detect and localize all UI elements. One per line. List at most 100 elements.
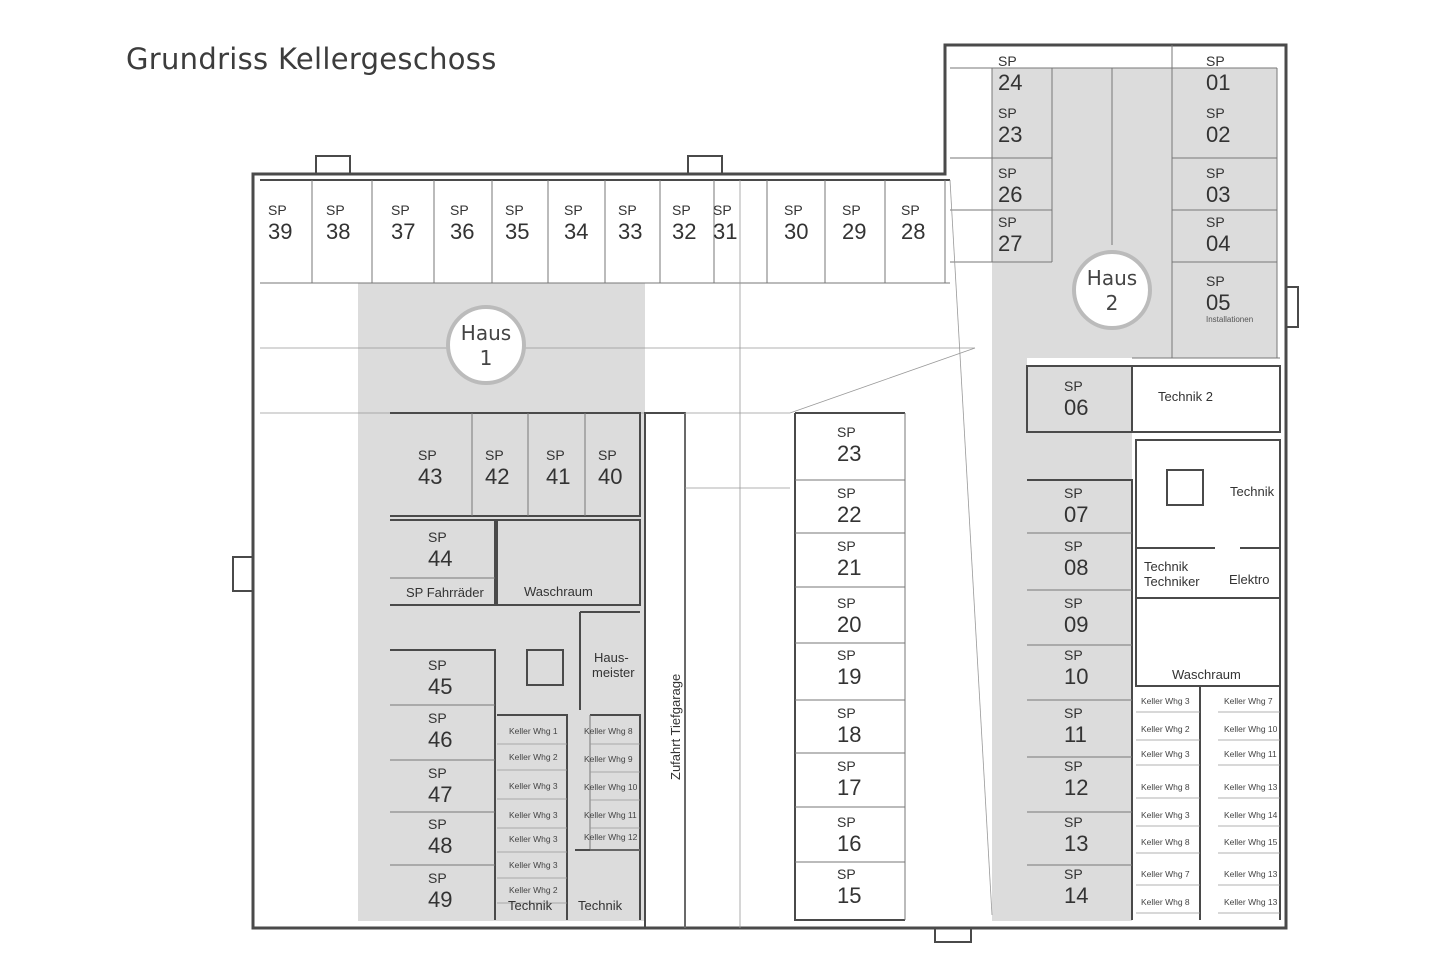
- space-09-sp-label: SP: [1064, 595, 1083, 611]
- space-11-sp-label: SP: [1064, 705, 1083, 721]
- keller-right-a-5: Keller Whg 8: [1141, 837, 1190, 847]
- space-06: 06: [1064, 395, 1088, 420]
- space-43-sp-label: SP: [418, 447, 437, 463]
- hausmeister-label-2: meister: [592, 665, 635, 680]
- keller-right-a-0: Keller Whg 3: [1141, 696, 1190, 706]
- keller-right-b-7: Keller Whg 13: [1224, 897, 1278, 907]
- space-07-sp-label: SP: [1064, 485, 1083, 501]
- space-07: 07: [1064, 502, 1088, 527]
- technik2-wall: [1132, 365, 1281, 433]
- space-12: 12: [1064, 775, 1088, 800]
- technik-techniker-label-1: Technik: [1144, 559, 1189, 574]
- keller-left-b-3: Keller Whg 11: [584, 810, 637, 820]
- space-c-18: 18: [837, 722, 861, 747]
- space-c-16-sp-label: SP: [837, 814, 856, 830]
- sp05-note: Installationen: [1206, 315, 1253, 324]
- haus2-shading-strip: [992, 358, 1027, 921]
- sp44-wall: [390, 519, 496, 606]
- elektro-label: Elektro: [1229, 572, 1269, 587]
- wall-bump: [934, 927, 972, 943]
- space-h2-23: 23: [998, 122, 1022, 147]
- space-02-sp-label: SP: [1206, 105, 1225, 121]
- keller-left-b-1: Keller Whg 9: [584, 754, 633, 764]
- keller-right-b-2: Keller Whg 11: [1224, 749, 1277, 759]
- haus1-shading: [358, 283, 645, 921]
- space-10-sp-label: SP: [1064, 647, 1083, 663]
- space-13: 13: [1064, 831, 1088, 856]
- haus2-circle: [1072, 250, 1152, 330]
- waschraum1-wall: [496, 519, 641, 606]
- keller-left-a-4: Keller Whg 3: [509, 834, 558, 844]
- space-13-sp-label: SP: [1064, 814, 1083, 830]
- space-c-18-sp-label: SP: [837, 705, 856, 721]
- space-42: 42: [485, 464, 509, 489]
- haus1-label: Haus: [461, 321, 511, 345]
- space-35-sp-label: SP: [505, 202, 524, 218]
- space-05: 05: [1206, 290, 1230, 315]
- keller-right-a-7: Keller Whg 8: [1141, 897, 1190, 907]
- space-11: 11: [1064, 722, 1087, 747]
- space-47-sp-label: SP: [428, 765, 447, 781]
- space-40-sp-label: SP: [598, 447, 617, 463]
- space-06-sp-label: SP: [1064, 378, 1083, 394]
- haus1-number: 1: [480, 346, 493, 370]
- space-14-sp-label: SP: [1064, 866, 1083, 882]
- space-49: 49: [428, 887, 452, 912]
- row40-wall: [390, 412, 641, 517]
- space-03-sp-label: SP: [1206, 165, 1225, 181]
- technik1-label: Technik: [508, 898, 553, 913]
- space-45-sp-label: SP: [428, 657, 447, 673]
- zufahrt-label: Zufahrt Tiefgarage: [668, 674, 683, 780]
- page-title: Grundriss Kellergeschoss: [126, 42, 497, 76]
- space-02: 02: [1206, 122, 1230, 147]
- haus2-shading-col: [1027, 366, 1132, 921]
- waschraum1-label: Waschraum: [524, 584, 593, 599]
- haus2-number: 2: [1106, 291, 1119, 315]
- space-c-23-sp-label: SP: [837, 424, 856, 440]
- space-h2-26: 26: [998, 182, 1022, 207]
- space-43: 43: [418, 464, 442, 489]
- space-49-sp-label: SP: [428, 870, 447, 886]
- space-36: 36: [450, 219, 474, 244]
- space-46: 46: [428, 727, 452, 752]
- space-c-22-sp-label: SP: [837, 485, 856, 501]
- technik-right-label: Technik: [1230, 484, 1275, 499]
- space-c-20: 20: [837, 612, 861, 637]
- space-44: 44: [428, 546, 452, 571]
- space-14: 14: [1064, 883, 1088, 908]
- space-38: 38: [326, 219, 350, 244]
- space-30-sp-label: SP: [784, 202, 803, 218]
- space-04-sp-label: SP: [1206, 214, 1225, 230]
- keller-right-b-3: Keller Whg 13: [1224, 782, 1278, 792]
- space-37: 37: [391, 219, 415, 244]
- space-c-19-sp-label: SP: [837, 647, 856, 663]
- keller-right-b-1: Keller Whg 10: [1224, 724, 1278, 734]
- space-35: 35: [505, 219, 529, 244]
- space-c-20-sp-label: SP: [837, 595, 856, 611]
- waschraum2-label: Waschraum: [1172, 667, 1241, 682]
- space-10: 10: [1064, 664, 1088, 689]
- space-34: 34: [564, 219, 588, 244]
- space-33: 33: [618, 219, 642, 244]
- keller-right-b-6: Keller Whg 13: [1224, 869, 1278, 879]
- space-37-sp-label: SP: [391, 202, 410, 218]
- space-48: 48: [428, 833, 452, 858]
- keller-left-b-4: Keller Whg 12: [584, 832, 638, 842]
- space-03: 03: [1206, 182, 1230, 207]
- wall-bump: [1285, 286, 1299, 328]
- space-c-19: 19: [837, 664, 861, 689]
- left-col-wall: [390, 649, 496, 920]
- space-33-sp-label: SP: [618, 202, 637, 218]
- space-29-sp-label: SP: [842, 202, 861, 218]
- keller-left-b-2: Keller Whg 10: [584, 782, 638, 792]
- space-47: 47: [428, 782, 452, 807]
- keller-left-a-3: Keller Whg 3: [509, 810, 558, 820]
- wall-bump: [687, 155, 723, 175]
- space-08: 08: [1064, 555, 1088, 580]
- space-h2-23-sp-label: SP: [998, 105, 1017, 121]
- space-c-17: 17: [837, 775, 861, 800]
- space-c-23: 23: [837, 441, 861, 466]
- technik-techniker-label-2: Techniker: [1144, 574, 1200, 589]
- keller-right-a-4: Keller Whg 3: [1141, 810, 1190, 820]
